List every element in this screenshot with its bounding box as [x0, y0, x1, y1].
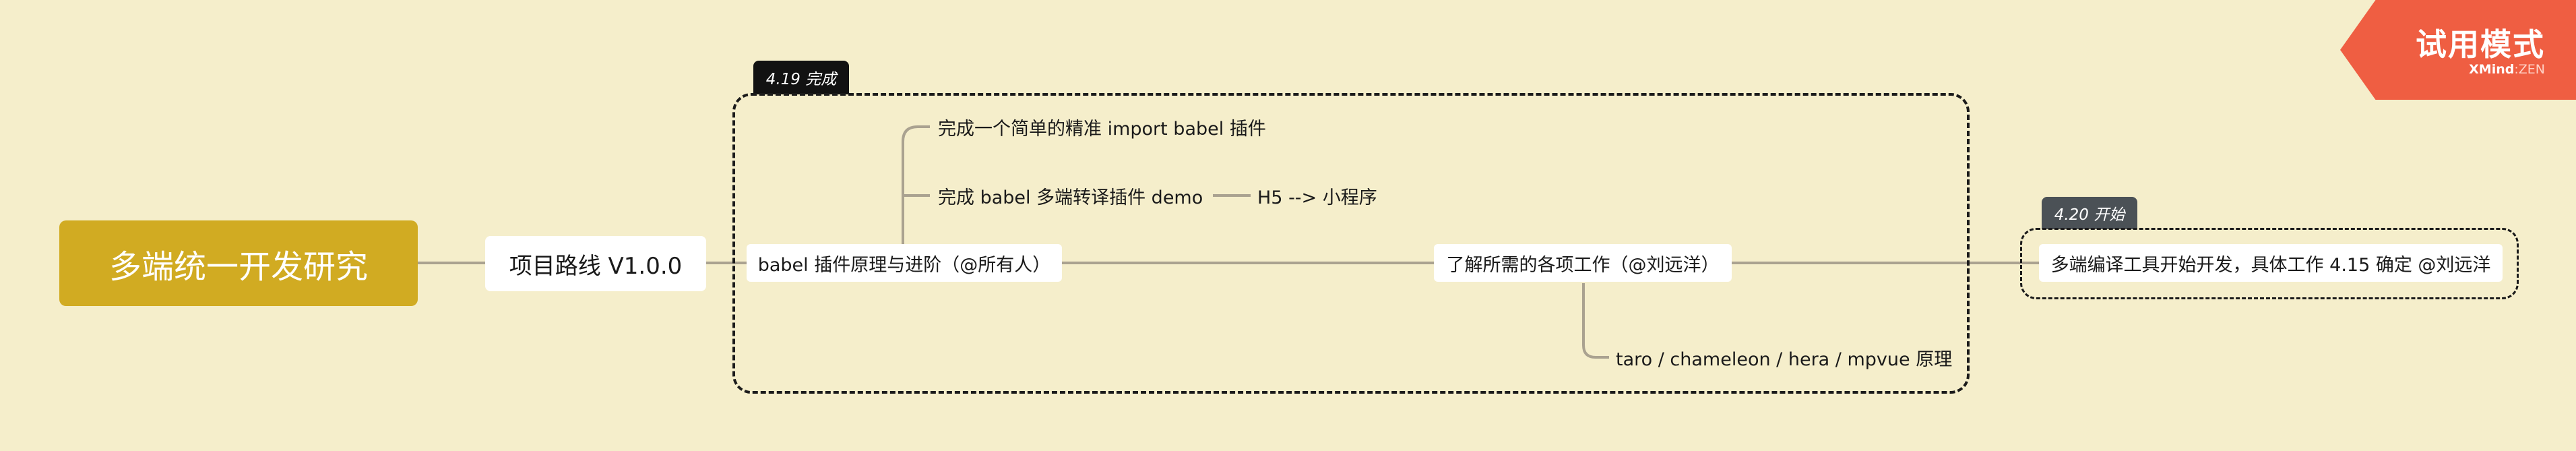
trial-mode-title: 试用模式 — [2416, 26, 2545, 63]
topic-tool-development-label: 多端编译工具开始开发，具体工作 4.15 确定 @刘远洋 — [2050, 254, 2491, 276]
trial-mode-badge[interactable] — [2340, 0, 2576, 100]
xmind-zen-logo: XMind:ZEN — [2469, 62, 2545, 77]
boundary-tag-started[interactable]: 4.20 开始 — [2042, 197, 2137, 229]
main-topic-label: 项目路线 V1.0.0 — [509, 252, 683, 280]
topic-research-work[interactable]: 了解所需的各项工作（@刘远洋） — [1434, 244, 1732, 282]
central-topic-label: 多端统一开发研究 — [108, 247, 368, 286]
topic-research-work-label: 了解所需的各项工作（@刘远洋） — [1446, 254, 1720, 276]
subtopic-multi-end-demo-label: 完成 babel 多端转译插件 demo — [938, 187, 1203, 208]
subtopic-framework-principles[interactable]: taro / chameleon / hera / mpvue 原理 — [1616, 344, 1952, 371]
topic-babel-plugin[interactable]: babel 插件原理与进阶（@所有人） — [747, 244, 1062, 282]
subtopic-h5-to-miniprogram-label: H5 --> 小程序 — [1257, 187, 1377, 208]
central-topic[interactable]: 多端统一开发研究 — [59, 220, 418, 306]
subtopic-h5-to-miniprogram[interactable]: H5 --> 小程序 — [1257, 182, 1377, 209]
connector-research-child — [1582, 283, 1609, 359]
boundary-tag-completed-label: 4.19 完成 — [765, 71, 837, 88]
subtopic-precise-import-plugin[interactable]: 完成一个简单的精准 import babel 插件 — [938, 113, 1266, 140]
subtopic-framework-principles-label: taro / chameleon / hera / mpvue 原理 — [1616, 349, 1953, 370]
connector-babel-subtopics — [902, 125, 930, 244]
boundary-completed[interactable] — [732, 93, 1970, 394]
topic-babel-plugin-label: babel 插件原理与进阶（@所有人） — [757, 254, 1051, 276]
boundary-tag-started-label: 4.20 开始 — [2054, 206, 2125, 224]
main-topic[interactable]: 项目路线 V1.0.0 — [485, 236, 706, 291]
topic-tool-development[interactable]: 多端编译工具开始开发，具体工作 4.15 确定 @刘远洋 — [2039, 244, 2503, 282]
boundary-started[interactable] — [2020, 228, 2519, 299]
subtopic-precise-import-plugin-label: 完成一个简单的精准 import babel 插件 — [938, 118, 1266, 140]
subtopic-multi-end-demo[interactable]: 完成 babel 多端转译插件 demo — [938, 182, 1203, 209]
boundary-tag-completed[interactable]: 4.19 完成 — [753, 61, 849, 94]
